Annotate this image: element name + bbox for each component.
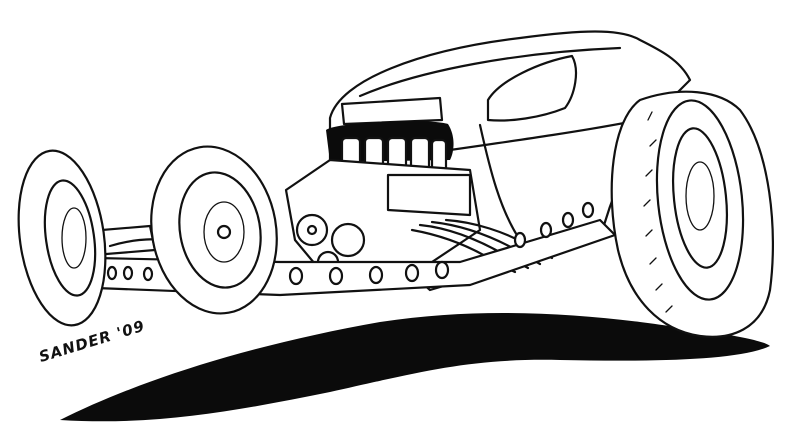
valve-cover: [386, 173, 472, 217]
pulley-hub: [306, 224, 318, 236]
windshield: [340, 96, 444, 126]
ground-shadow: [60, 312, 770, 422]
roof-line: [358, 46, 622, 98]
side-window: [486, 54, 578, 122]
body-crease: [448, 118, 642, 152]
rear-rim: [672, 127, 728, 269]
door-line: [478, 123, 522, 242]
front-right-hubcap: [216, 224, 232, 240]
front-left-rim: [43, 179, 97, 297]
front-left-hub: [61, 207, 87, 269]
rear-tread: [643, 111, 673, 313]
rear-hub: [685, 161, 715, 231]
fan-gear: [330, 222, 366, 258]
rear-whitewall: [655, 99, 745, 301]
front-right-rim: [178, 171, 262, 289]
front-right-hub: [203, 201, 245, 263]
frame-holes: [106, 201, 595, 286]
